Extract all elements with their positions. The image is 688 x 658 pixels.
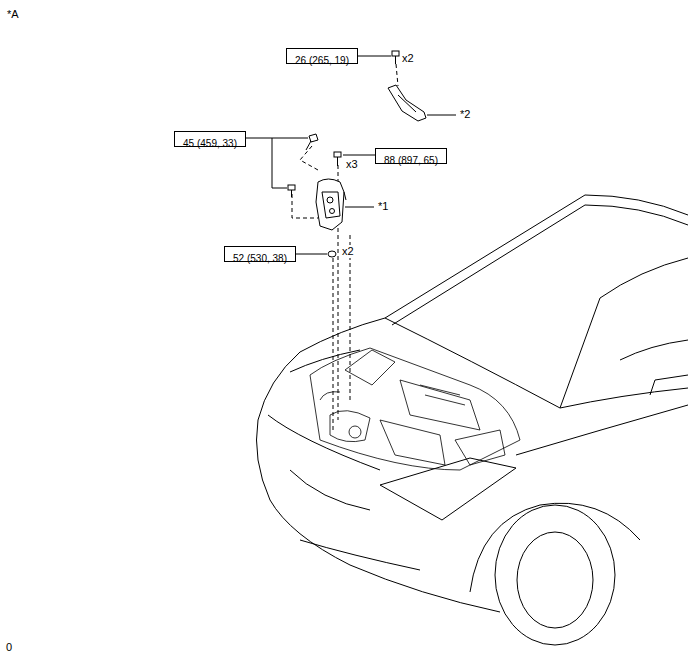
assembly-lines <box>292 64 398 430</box>
figure-label: *A <box>7 8 19 21</box>
leader-lines <box>246 56 456 254</box>
quantity: x2 <box>402 52 414 65</box>
bracket-detail <box>398 95 416 112</box>
torque-box: 88 (897, 65) <box>375 148 447 164</box>
torque-value: 45 (459, 33) <box>183 137 237 150</box>
torque-box: 45 (459, 33) <box>174 131 246 147</box>
torque-box: 26 (265, 19) <box>286 48 358 64</box>
figure-code: 0 <box>6 641 12 654</box>
engine-bay <box>310 348 520 470</box>
torque-box: 52 (530, 38) <box>224 246 296 262</box>
torque-value: 26 (265, 19) <box>295 54 349 67</box>
quantity: x2 <box>342 245 354 258</box>
bracket <box>388 85 426 121</box>
callout-number: *2 <box>460 108 470 121</box>
engine-mount <box>316 179 346 230</box>
car-body <box>257 195 688 645</box>
torque-value: 88 (897, 65) <box>384 154 438 167</box>
quantity: x3 <box>346 158 358 171</box>
torque-value: 52 (530, 38) <box>233 252 287 265</box>
callout-number: *1 <box>378 200 388 213</box>
